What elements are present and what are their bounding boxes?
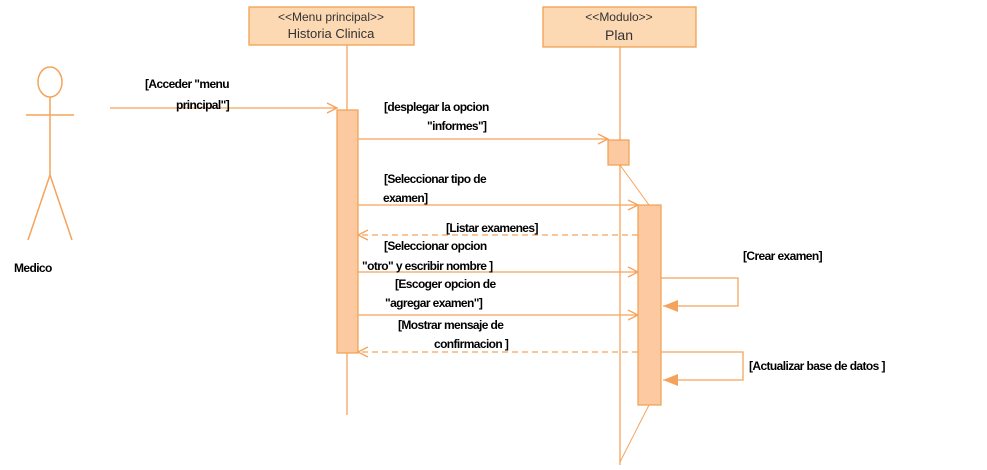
actor-medico: Medico	[14, 66, 74, 275]
self-message-crear-examen: [Crear examen]	[661, 249, 823, 312]
decoration-line	[619, 404, 650, 463]
message-label-line1: [Mostrar mensaje de	[398, 318, 504, 332]
activation-bar	[336, 109, 359, 354]
self-message-label: [Crear examen]	[743, 249, 823, 263]
lifeline-historia-clinica: <<Menu principal>> Historia Clinica	[248, 6, 415, 415]
message-label-line2: examen]	[383, 191, 428, 205]
self-message-arrow	[661, 277, 739, 312]
message-label-line1: [Seleccionar tipo de	[384, 172, 487, 186]
actor-right-leg	[49, 174, 73, 241]
activation-bar	[637, 204, 662, 406]
actor-label: Medico	[14, 261, 52, 275]
lifeline-name: Historia Clinica	[288, 26, 375, 41]
lifeline-plan: <<Modulo>> Plan	[542, 6, 697, 465]
message-label-line2: "informes"]	[427, 119, 487, 133]
message-label-line2: "agregar examen"]	[385, 296, 483, 310]
lifeline-name: Plan	[605, 27, 633, 43]
lifeline-stereotype: <<Menu principal>>	[278, 10, 384, 24]
message-label-line1: [Acceder "menu	[145, 77, 229, 91]
message-listar-examenes: [Listar examenes]	[358, 221, 638, 235]
activation-bar-small	[607, 139, 630, 166]
message-agregar-examen: [Escoger opcion de "agregar examen"]	[358, 277, 638, 315]
message-label-line2: "otro" y escribir nombre ]	[362, 259, 493, 273]
message-label-line1: [Escoger opcion de	[395, 277, 496, 291]
lifeline-box	[542, 6, 697, 48]
message-label-line2: confirmacion ]	[434, 337, 509, 351]
self-message-actualizar-base: [Actualizar base de datos ]	[661, 351, 886, 386]
message-desplegar-informes: [desplegar la opcion "informes"]	[358, 100, 608, 139]
message-acceder-menu: [Acceder "menu principal"]	[110, 77, 337, 112]
self-message-arrow	[661, 351, 744, 386]
message-seleccionar-otro: [Seleccionar opcion "otro" y escribir no…	[358, 239, 638, 273]
actor-left-leg	[27, 174, 51, 241]
message-mostrar-confirmacion: [Mostrar mensaje de confirmacion ]	[358, 318, 638, 352]
message-label: [Listar examenes]	[446, 221, 538, 235]
decoration-line	[619, 164, 650, 206]
self-message-label: [Actualizar base de datos ]	[749, 359, 885, 373]
message-seleccionar-tipo: [Seleccionar tipo de examen]	[358, 172, 638, 205]
lifeline-box	[248, 6, 415, 46]
message-label-line1: [Seleccionar opcion	[384, 239, 487, 253]
lifeline-stereotype: <<Modulo>>	[585, 10, 652, 24]
actor-head	[37, 66, 63, 98]
message-label-line2: principal"]	[176, 98, 230, 112]
message-label-line1: [desplegar la opcion	[384, 100, 489, 114]
